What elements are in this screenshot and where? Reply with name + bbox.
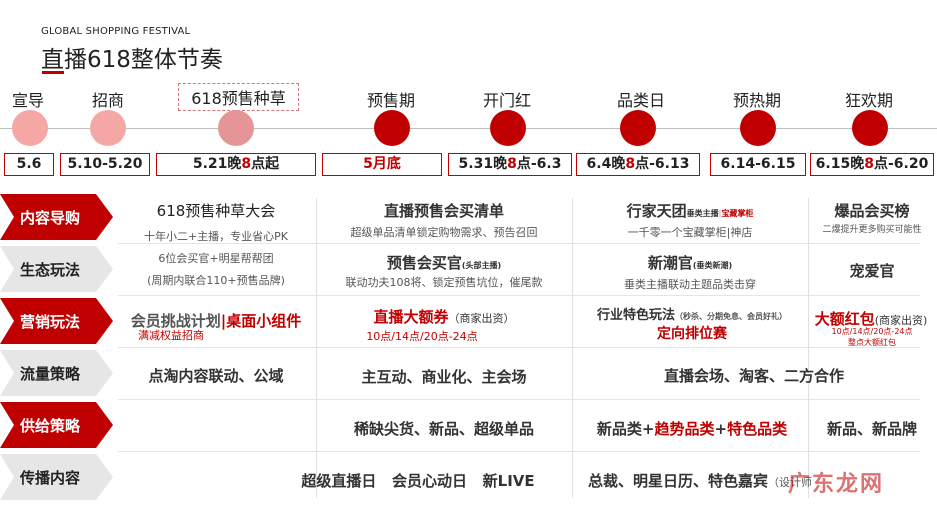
col-divider	[572, 198, 573, 498]
category-communication: 传播内容	[0, 454, 113, 500]
category-marketing: 营销玩法	[0, 298, 113, 344]
pet-officer: 宠爱官	[849, 262, 895, 280]
presale-seeding-conference: 618预售种草大会	[156, 202, 276, 220]
trend-officer-desc: 垂类主播联动主题品类击穿	[624, 278, 756, 291]
timeline-dot	[90, 110, 126, 146]
buyers-helpers: 6位会买官+明星帮帮团	[158, 252, 274, 265]
festival-subtitle: GLOBAL SHOPPING FESTIVAL	[41, 26, 191, 37]
date-box: 6.14-6.15	[710, 153, 806, 176]
traffic-interaction: 主互动、商业化、主会场	[361, 368, 527, 386]
live-presale-list-desc: 超级单品清单锁定购物需求、预告召回	[350, 226, 538, 239]
live-presale-list: 直播预售会买清单	[383, 202, 504, 220]
presale-buyer: 预售会买官(头部主播)	[386, 254, 502, 272]
phase-label-carnival: 狂欢期	[844, 91, 893, 110]
timeline-dot	[620, 110, 656, 146]
phase-label-warmup: 预热期	[732, 91, 781, 110]
date-box: 5.31晚8点-6.3	[448, 153, 572, 176]
date-box: 5.10-5.20	[60, 153, 150, 176]
phase-label-opening: 开门红	[482, 91, 531, 110]
phase-label-xuandao: 宣导	[11, 91, 44, 110]
live-big-coupon: 直播大额券（商家出资）	[373, 308, 515, 326]
timeline-dot	[218, 110, 254, 146]
row-divider	[118, 347, 920, 348]
category-supply: 供给策略	[0, 402, 113, 448]
industry-play: 行业特色玩法（秒杀、分期免息、会员好礼）	[596, 308, 787, 323]
expert-team-desc: 一千零一个宝藏掌柜|神店	[627, 226, 753, 239]
timeline-dot	[12, 110, 48, 146]
row-divider	[118, 295, 920, 296]
member-challenge-desc: 满减权益招商	[138, 329, 204, 342]
supply-categories: 新品类+趋势品类+特色品类	[596, 420, 788, 438]
phase-label-presale: 预售期	[366, 91, 415, 110]
phase-label-presale-seeding: 618预售种草	[178, 83, 299, 111]
big-red-packet: 大额红包(商家出资)	[814, 310, 928, 328]
phase-label-zhaoshang: 招商	[91, 91, 124, 110]
buyers-helpers-desc: (周期内联合110+预售品牌)	[147, 274, 285, 287]
row-divider	[118, 451, 920, 452]
traffic-content: 点淘内容联动、公域	[148, 367, 284, 385]
communication-days: 超级直播日 会员心动日 新LIVE	[301, 472, 535, 490]
big-red-packet-desc: 整点大额红包	[848, 338, 896, 347]
timeline-dot	[490, 110, 526, 146]
communication-guests: 总裁、明星日历、特色嘉宾（设计师	[588, 472, 813, 490]
traffic-venue: 直播会场、淘客、二方合作	[663, 367, 844, 385]
date-box: 6.15晚8点-6.20	[810, 153, 934, 176]
presale-seeding-desc: 十年小二+主播，专业省心PK	[143, 230, 289, 243]
timeline-dot	[740, 110, 776, 146]
col-divider	[808, 198, 809, 498]
date-box: 5.6	[4, 153, 54, 176]
hot-product-ranking-desc: 二爆提升更多购买可能性	[822, 225, 922, 235]
hot-product-ranking: 爆品会买榜	[834, 202, 910, 220]
expert-team: 行家天团垂类主播|宝藏掌柜	[626, 202, 754, 220]
timeline-dot	[852, 110, 888, 146]
member-challenge: 会员挑战计划|桌面小组件	[130, 312, 302, 330]
presale-buyer-desc: 联动功夫108将、锁定预售坑位，催尾款	[345, 276, 543, 289]
big-red-packet-time: 10点/14点/20点-24点	[831, 327, 913, 336]
site-watermark-logo: 广东龙网	[788, 472, 885, 497]
timeline-dot	[374, 110, 410, 146]
trend-officer: 新潮官(垂类新潮)	[647, 254, 733, 272]
row-divider	[118, 243, 920, 244]
phase-label-category-day: 品类日	[616, 91, 665, 110]
date-box: 5月底	[322, 153, 442, 176]
col-divider	[316, 198, 317, 498]
ranking-match: 定向排位赛	[657, 326, 727, 342]
category-content-guide: 内容导购	[0, 194, 113, 240]
category-ecosystem: 生态玩法	[0, 246, 113, 292]
supply-new-brands: 新品、新品牌	[826, 420, 917, 438]
title-underline	[42, 71, 64, 74]
date-box: 5.21晚8点起	[156, 153, 316, 176]
live-big-coupon-time: 10点/14点/20点-24点	[366, 330, 478, 343]
date-box: 6.4晚8点-6.13	[576, 153, 700, 176]
supply-products: 稀缺尖货、新品、超级单品	[353, 420, 534, 438]
row-divider	[118, 399, 920, 400]
category-traffic: 流量策略	[0, 350, 113, 396]
timeline-line	[0, 128, 937, 129]
page-title: 直播618整体节奏	[41, 47, 223, 73]
